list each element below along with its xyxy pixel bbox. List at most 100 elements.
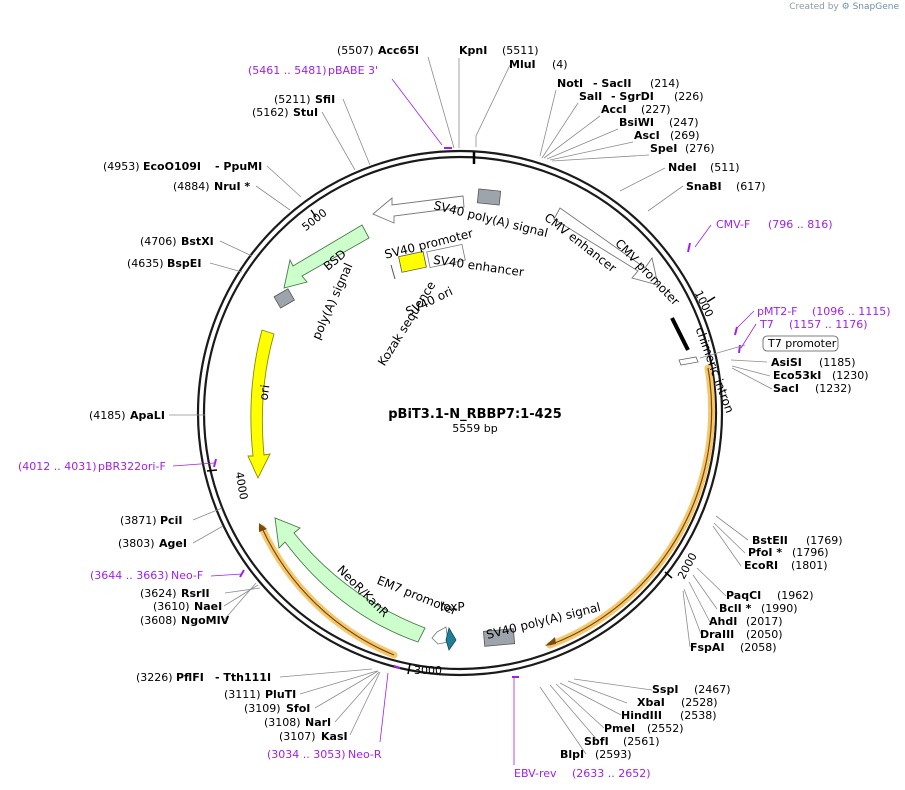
features [247,188,699,651]
site-snabi-pos: (617) [736,180,766,193]
site-pflfi-pos: (3226) [136,671,173,684]
site-fspai-pos: (2058) [740,641,777,654]
label-loxp: loxP [440,600,465,614]
site-ahdi: AhdI [709,615,737,628]
site-bsteii: BstEII [752,534,788,547]
site-blpi-pos: (2593) [595,748,632,761]
site-acc65i: Acc65I [378,44,419,57]
site-rsrii-pos: (3624) [140,587,177,600]
site-naei-pos: (3610) [153,600,190,613]
site-stui-pos: (5162) [252,106,289,119]
site-nrui-pos: (4884) [173,180,210,193]
site-bcli-pos: (1990) [761,602,798,615]
site-sbfi: SbfI [584,735,609,748]
label-kozak: Kozak sequence [375,279,438,369]
primer-pmt2f: pMT2-F [757,305,798,318]
site-draiii-pos: (2050) [746,628,783,641]
site-bsiwi-pos: (247) [669,116,699,129]
site-bspei-pos: (4635) [127,257,164,270]
site-kasi: KasI [321,730,348,743]
sv40-enhancer-box [426,243,466,269]
site-bstxi-pos: (4706) [140,235,177,248]
primer-labels: (5461 .. 5481) pBABE 3' CMV-F (796 .. 81… [18,64,891,780]
site-ngomiv-pos: (3608) [140,614,177,627]
primer-neof-range: (3644 .. 3663) [90,569,169,582]
site-pmei-pos: (2552) [647,722,684,735]
site-ecoo109i-pos: (4953) [103,160,140,173]
site-agei-pos: (3803) [118,537,155,550]
site-kpni: KpnI [459,44,487,57]
site-naei: NaeI [194,600,222,613]
site-stui: StuI [293,106,318,119]
kozak-mark [390,264,396,280]
primer-neor: Neo-R [348,748,382,761]
site-ndei: NdeI [668,161,697,174]
site-apali: ApaLI [130,409,165,422]
tick-label-3000: 3000 [414,664,442,677]
snapgene-logo-icon: ⚙ [841,2,850,12]
site-hindiii: HindIII [621,709,662,722]
site-draiii: DraIII [700,628,734,641]
restriction-sites: KpnI (5511) (5507) Acc65I MluI (4) NotI … [89,44,869,761]
ori-arrow [247,329,275,480]
site-nrui: NruI * [214,180,250,193]
site-agei: AgeI [159,537,187,550]
site-xbai-pos: (2528) [681,696,718,709]
primer-pbabe3: pBABE 3' [328,64,378,77]
site-sfoi-pos: (3109) [244,702,281,715]
site-pfoi: PfoI * [748,546,782,559]
label-ori: ori [256,384,272,401]
sv40-polya-box-bottom [483,628,516,647]
site-ecori-pos: (1801) [791,559,828,572]
bsd-arrow [283,224,370,289]
t7-promoter-arrow [678,356,699,366]
site-asisi-pos: (1185) [819,356,856,369]
primer-pbr322orif-range: (4012 .. 4031) [18,460,97,473]
site-apali-pos: (4185) [89,409,126,422]
primer-pbr322orif: pBR322ori-F [98,460,166,473]
site-bspei: BspEI [167,257,201,270]
site-spei-pos: (276) [685,142,715,155]
tick-label-4000: 4000 [233,471,251,501]
sv40-promoter-arrow [372,195,465,224]
site-mlui: MluI [509,58,536,71]
site-tth111i: - Tth111I [215,671,271,684]
primer-ebvrev: EBV-rev [514,767,557,780]
site-asci: AscI [634,129,660,142]
site-sspi-pos: (2467) [694,683,731,696]
site-noti: NotI [557,77,583,90]
site-sacii: - SacII [593,77,631,90]
site-paqci: PaqCI [726,589,761,602]
credit-brand: SnapGene [852,2,899,12]
site-ppumi: - PpuMI [215,160,262,173]
label-cmv-promoter: CMV promoter [612,236,682,308]
site-bcli: BclI * [719,602,752,615]
site-sali: SalI [579,90,602,103]
site-bstxi: BstXI [181,235,214,248]
site-eco53ki-pos: (1230) [832,369,869,382]
snapgene-credit: Created by ⚙ SnapGene [789,2,899,12]
primer-neor-range: (3034 .. 3053) [267,748,346,761]
site-ecori: EcoRI [744,559,778,572]
site-snabi: SnaBI [686,180,722,193]
site-paqci-pos: (1962) [777,589,814,602]
t7-promoter-callout: T7 promoter [699,335,839,359]
site-nari: NarI [305,716,331,729]
site-pcii: PciI [160,514,182,527]
site-pmei: PmeI [604,722,635,735]
site-pluti-pos: (3111) [224,688,261,701]
site-pcii-pos: (3871) [120,514,157,527]
site-sgrdi: - SgrDI [611,90,654,103]
site-leader-lines [169,56,773,755]
site-ecoo109i: EcoO109I [143,160,201,173]
site-sspi: SspI [652,683,678,696]
neor-kanr-arrow [274,517,426,643]
primer-t7: T7 [759,318,774,331]
sv40-polya-box-top [476,188,502,206]
backbone-ring [196,149,724,677]
site-sfoi: SfoI [286,702,310,715]
site-acci: AccI [601,103,627,116]
site-asisi: AsiSI [771,356,802,369]
credit-prefix: Created by [789,2,839,12]
